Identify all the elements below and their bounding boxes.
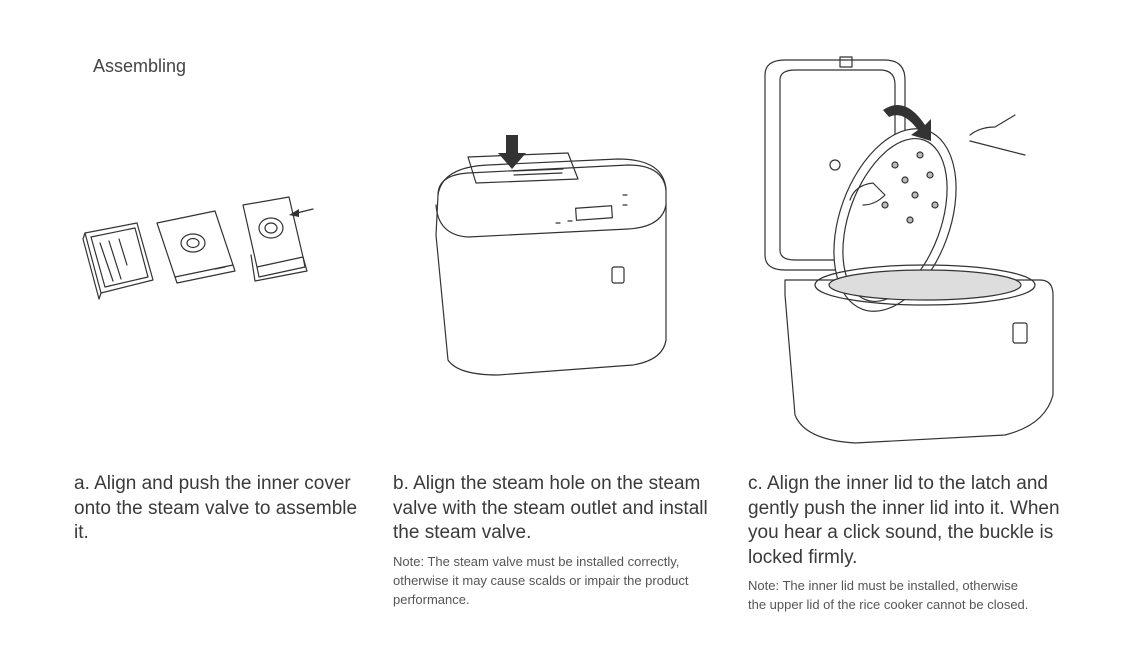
step-a: a. Align and push the inner cover onto t… bbox=[74, 472, 374, 546]
section-title: Assembling bbox=[93, 56, 187, 76]
rice-cooker-inner-lid-illustration bbox=[764, 56, 1054, 444]
step-c-note: Note: The inner lid must be installed, o… bbox=[748, 578, 1029, 612]
step-b-text: b. Align the steam hole on the steam val… bbox=[393, 473, 708, 543]
step-a-text: a. Align and push the inner cover onto t… bbox=[74, 473, 358, 543]
steam-valve-assembly-illustration bbox=[82, 196, 314, 300]
rice-cooker-steam-valve-illustration bbox=[435, 135, 667, 376]
step-b-note: Note: The steam valve must be installed … bbox=[393, 553, 689, 607]
step-c: c. Align the inner lid to the latch and … bbox=[748, 472, 1068, 614]
step-c-text: c. Align the inner lid to the latch and … bbox=[748, 473, 1060, 568]
step-b: b. Align the steam hole on the steam val… bbox=[393, 472, 723, 609]
